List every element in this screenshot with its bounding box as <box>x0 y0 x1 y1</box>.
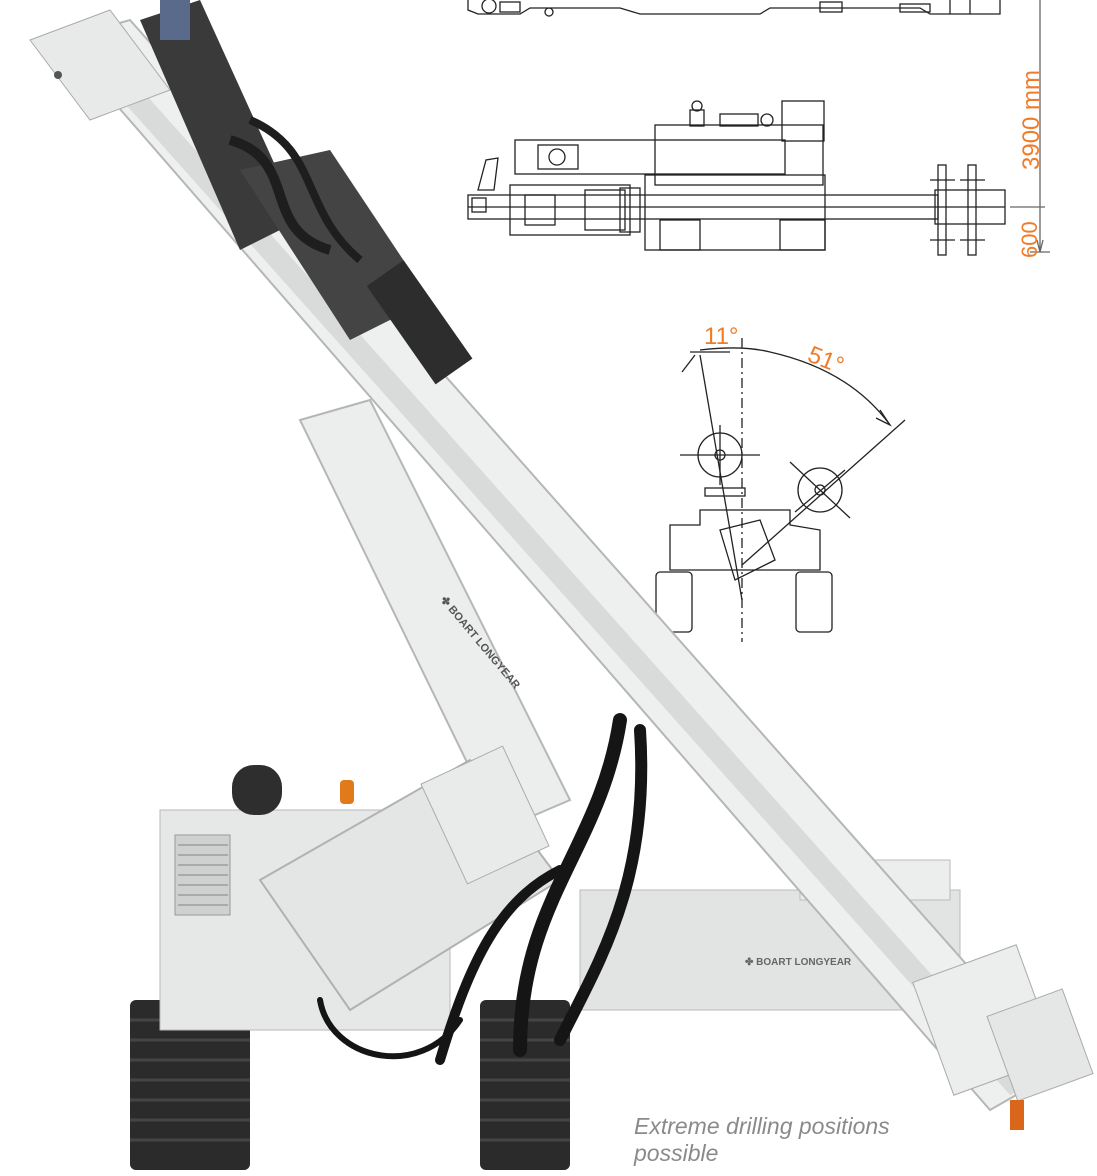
angle-left-label: 11° <box>704 323 739 350</box>
hydraulic-hoses <box>317 713 648 1065</box>
height-dimension-label: 3900 mm <box>1018 69 1045 170</box>
ground-clearance-label: 600 <box>1017 221 1042 258</box>
technical-drawing-angle-diagram <box>655 338 906 642</box>
technical-drawing-side-view <box>467 0 1050 256</box>
brand-logo-secondary: ✤ BOART LONGYEAR <box>745 957 852 968</box>
rotation-head <box>140 0 473 385</box>
feed-mast <box>29 9 1062 1112</box>
svg-text:✤ BOART LONGYEAR: ✤ BOART LONGYEAR <box>745 957 852 968</box>
crawler-tracks <box>130 1000 570 1170</box>
drill-rig-illustration: ✤ BOART LONGYEAR ✤ BOART LONGYEAR <box>29 0 1094 1170</box>
boom-arm <box>258 398 572 1012</box>
foot-clamp <box>912 944 1094 1130</box>
caption-text: Extreme drilling positions possible <box>634 1113 890 1166</box>
technical-drawing-top-strip <box>467 0 1001 17</box>
